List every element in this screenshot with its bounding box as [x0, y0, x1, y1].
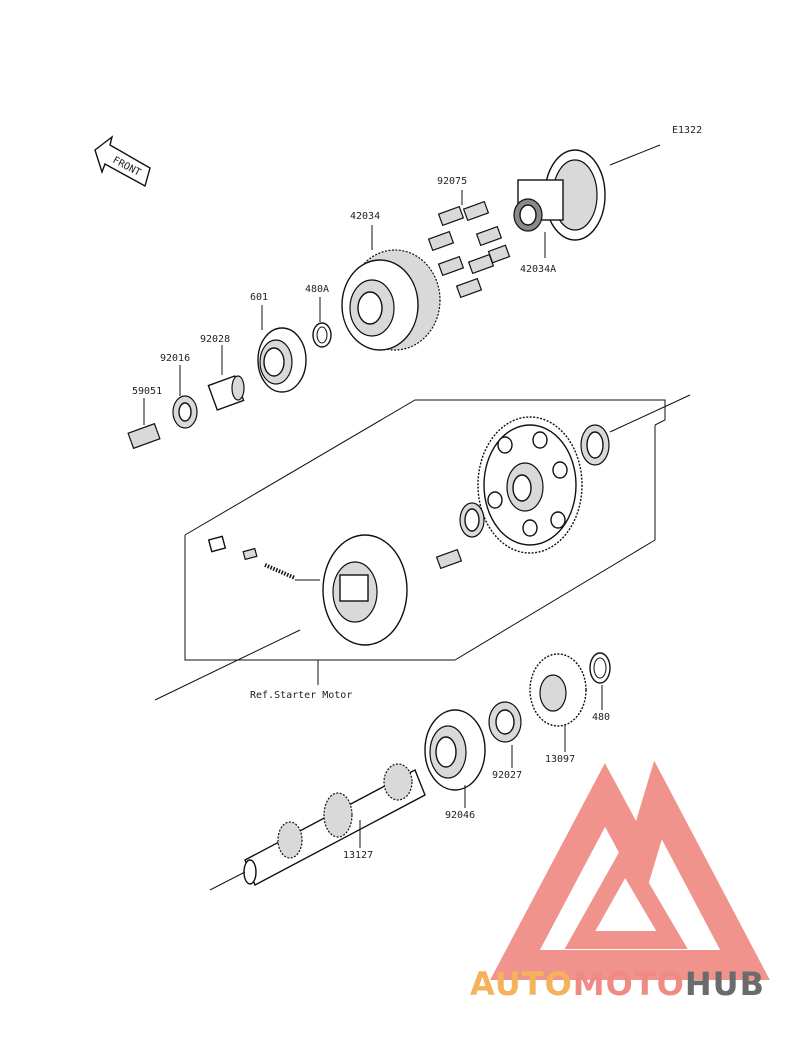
label-92046: 92046 — [445, 810, 475, 821]
part-480-circlip — [589, 652, 611, 684]
label-42034: 42034 — [350, 211, 380, 222]
part-480A-circlip — [312, 322, 332, 348]
front-arrow-icon: FRONT — [94, 135, 151, 188]
part-59051-pinion — [127, 422, 161, 450]
part-92016-washer — [172, 395, 198, 429]
part-large-gear — [477, 416, 583, 554]
part-42034A — [513, 149, 606, 241]
part-92028-collar — [207, 375, 245, 411]
svg-text:AUTOMOTOHUB: AUTOMOTOHUB — [470, 965, 765, 1003]
automotohub-logo — [490, 760, 770, 980]
part-92027-collar — [488, 701, 522, 743]
label-92075: 92075 — [437, 176, 467, 187]
label-92028: 92028 — [200, 334, 230, 345]
label-601: 601 — [250, 292, 268, 303]
wordmark-auto: AUTO — [470, 965, 573, 1003]
automotohub-wordmark: AUTOMOTOHUB — [470, 965, 765, 1003]
label-92016: 92016 — [160, 353, 190, 364]
part-small-pinion — [435, 548, 463, 570]
label-92027: 92027 — [492, 770, 522, 781]
part-one-way-clutch — [322, 534, 408, 646]
wordmark-moto: MOTO — [573, 965, 685, 1003]
part-13097-gear — [529, 653, 587, 727]
part-42034-gear — [341, 249, 441, 351]
diagram-code: E1322 — [672, 125, 702, 136]
label-59051: 59051 — [132, 386, 162, 397]
label-13097: 13097 — [545, 754, 575, 765]
label-480: 480 — [592, 712, 610, 723]
label-42034A: 42034A — [520, 264, 556, 275]
part-92075-rollers — [427, 200, 511, 299]
part-13127-shaft — [243, 763, 426, 886]
part-601-bearing — [257, 327, 307, 393]
part-washer-right — [580, 424, 610, 466]
part-washer-left — [459, 502, 485, 538]
ref-starter-motor-note: Ref.Starter Motor — [250, 690, 352, 701]
part-roller-pin-spring — [207, 535, 296, 580]
label-13127: 13127 — [343, 850, 373, 861]
part-92046-bearing — [424, 709, 486, 791]
label-480A: 480A — [305, 284, 329, 295]
wordmark-hub: HUB — [685, 965, 765, 1003]
